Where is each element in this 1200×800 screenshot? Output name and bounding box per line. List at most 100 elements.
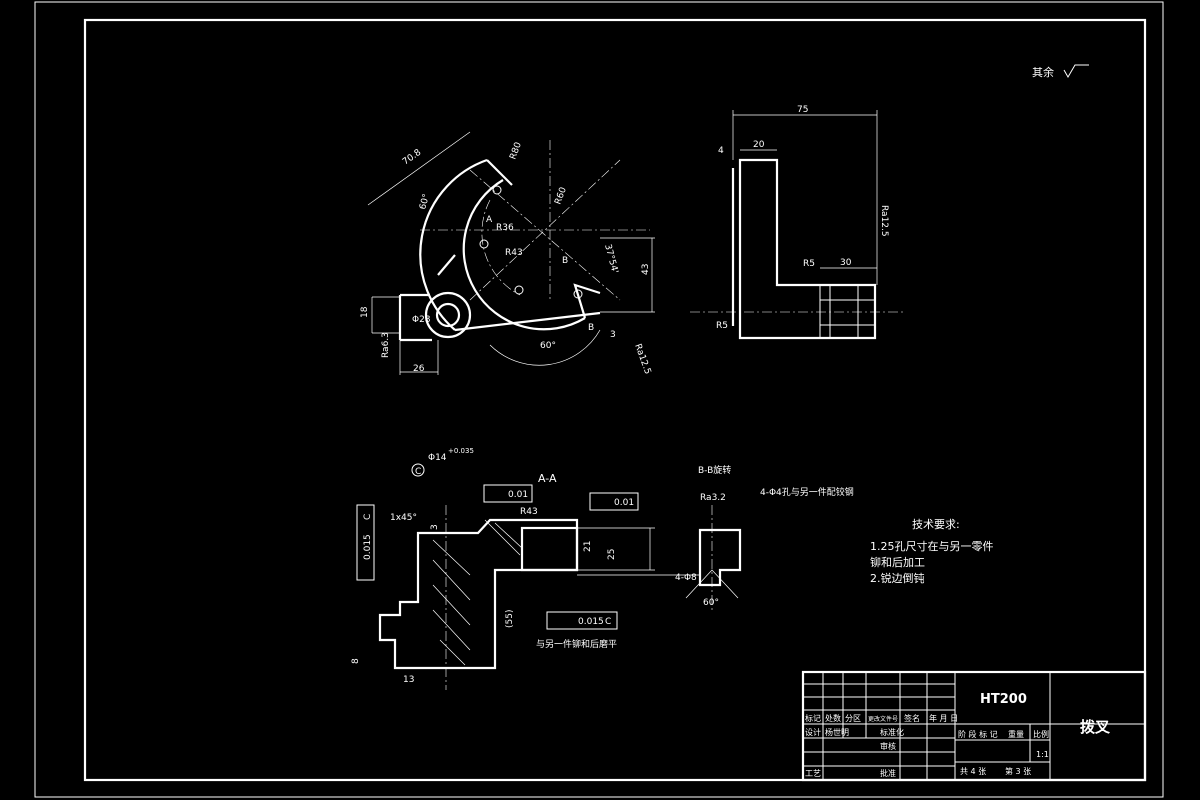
side-view: 75 20 4 30 R5 R5 Ra12.5: [690, 105, 905, 340]
section-r43-text: R43: [520, 507, 538, 517]
flat-tol-text: 0.01: [508, 490, 528, 500]
outer-frame: [34, 1, 1164, 798]
dim-26-line: [399, 340, 439, 375]
scale-text: 1:1: [1036, 750, 1049, 759]
section-view: A-A C Φ14 +0.035 1x45° R43 0.01 0.01 0.0…: [351, 447, 700, 690]
dim-55-text: (55): [505, 610, 515, 628]
title-block-right-grid: [955, 672, 1145, 780]
tech-req-item-3: 2.锐边倒钝: [870, 571, 925, 585]
dim-13-text: 13: [403, 675, 414, 685]
hole-4: [573, 289, 583, 299]
fork-tip-edge: [573, 283, 601, 319]
roughness-left-text: Ra6.3: [381, 332, 391, 358]
perp-datum-bottom-text: C: [605, 617, 611, 627]
sheets-text: 共 4 张: [960, 767, 986, 776]
title-block: 标记 处数 分区 更改文件号 签名 年 月 日 设计 杨世明 标准化 审核 工艺…: [801, 670, 1147, 782]
inner-frame: [83, 18, 1147, 782]
section-b-view: B-B旋转 60° 4-Φ8 Ra3.2: [675, 464, 742, 610]
side-roughness-text: Ra12.5: [879, 205, 889, 237]
section-b-angle-text: 60°: [703, 598, 719, 608]
dim-60-arc: [489, 329, 601, 366]
label-a: A: [486, 215, 493, 225]
section-outline: [378, 518, 579, 670]
title-block-rows: [803, 683, 955, 767]
dim-20-text: 20: [753, 140, 765, 150]
dim-18-text: 18: [360, 306, 370, 318]
assembly-note: 与另一件铆和后磨平: [536, 638, 617, 650]
stage-label-0: 阶 段 标 记: [958, 729, 998, 739]
dim-r36-text: R36: [496, 223, 514, 233]
dim-bore-text: Φ28: [412, 315, 431, 325]
dim-r5-top-text: R5: [803, 259, 815, 269]
perp-tol-bottom-text: 0.015: [578, 617, 604, 627]
fork-outer-arc: [419, 158, 488, 331]
dim-3-text: 3: [610, 330, 616, 340]
flat-tol-frame: [483, 484, 533, 503]
tb-label-4: 签名: [904, 713, 920, 723]
title-block-frame: [801, 670, 1147, 782]
arm-upper-edge: [437, 254, 456, 276]
section-dim-lines: [577, 527, 700, 576]
dim-18-line: [371, 296, 400, 334]
tb-label-0: 标记: [805, 713, 821, 723]
dim-25-text: 25: [607, 549, 617, 560]
fork-top-edge: [486, 159, 513, 186]
front-centerlines: [420, 140, 650, 301]
dim-75-line: [732, 110, 878, 285]
section-b-angle: [685, 569, 739, 599]
perp-tol-text: 0.015: [363, 534, 373, 560]
stage-label-1: 重量: [1008, 729, 1024, 739]
fork-inner-arc: [462, 179, 586, 331]
tb-review: 审核: [880, 741, 896, 751]
chamfer-text: 1x45°: [390, 513, 417, 523]
datum-c-symbol: [411, 463, 425, 477]
other-roughness-note: 其余: [1032, 64, 1089, 79]
tb-label-1: 处数: [825, 713, 841, 723]
hole-1: [492, 185, 502, 195]
section-b-outline: [698, 528, 742, 587]
dim-60-bottom-text: 60°: [540, 341, 556, 351]
tech-req-item-1: 1.25孔尺寸在与另一零件: [870, 539, 994, 553]
datum-c-text: C: [415, 467, 421, 477]
stage-label-2: 比例: [1033, 729, 1049, 739]
roughness-symbol-icon: [1063, 64, 1089, 78]
label-b2: B: [588, 323, 594, 333]
hole-3: [514, 285, 524, 295]
label-b1: B: [562, 256, 568, 266]
boss-block: [398, 293, 432, 342]
hole-2: [479, 239, 489, 249]
front-view: 70.8 60° R80 R60 R36 R43 37°54' 43 60° 3…: [360, 131, 655, 376]
section-slot: [520, 526, 579, 572]
perp-tol-bottom-frame: [546, 611, 618, 630]
dim-43-text: 43: [641, 264, 651, 275]
tech-req-item-2: 铆和后加工: [870, 555, 925, 569]
tb-design: 设计: [805, 727, 821, 737]
parallel-tol-frame: [589, 492, 639, 511]
boss-outer: [424, 291, 472, 339]
dim-r5-bottom-text: R5: [716, 321, 728, 331]
other-roughness-text: 其余: [1032, 65, 1054, 79]
side-outline: [738, 158, 877, 340]
dim-70-line: [367, 131, 471, 206]
arm-lower-edge: [454, 311, 601, 332]
dim-r60-text: R60: [553, 186, 569, 206]
material-text: HT200: [980, 692, 1027, 707]
holes-note: 4-Φ4孔与另一件配铰钢: [760, 486, 854, 498]
dim-75-text: 75: [797, 105, 808, 115]
parallel-tol-text: 0.01: [614, 498, 634, 508]
side-slot: [819, 285, 875, 338]
roughness-b-text: Ra3.2: [700, 493, 726, 503]
tb-label-3: 更改文件号: [868, 715, 898, 723]
dim-r43-text: R43: [505, 248, 523, 258]
dim-60-deg-text: 60°: [418, 193, 432, 211]
bolt-circle: [481, 199, 521, 296]
dim-3-text: 3: [430, 524, 440, 530]
roughness-right-text: Ra12.5: [632, 343, 652, 376]
perp-tol-frame: [356, 504, 375, 581]
dim-70-text: 70.8: [401, 148, 423, 168]
dim-48-text: 4-Φ8: [675, 573, 697, 583]
tb-standard: 标准化: [880, 727, 904, 737]
tb-process: 工艺: [805, 769, 821, 778]
tb-designer: 杨世明: [825, 727, 849, 737]
